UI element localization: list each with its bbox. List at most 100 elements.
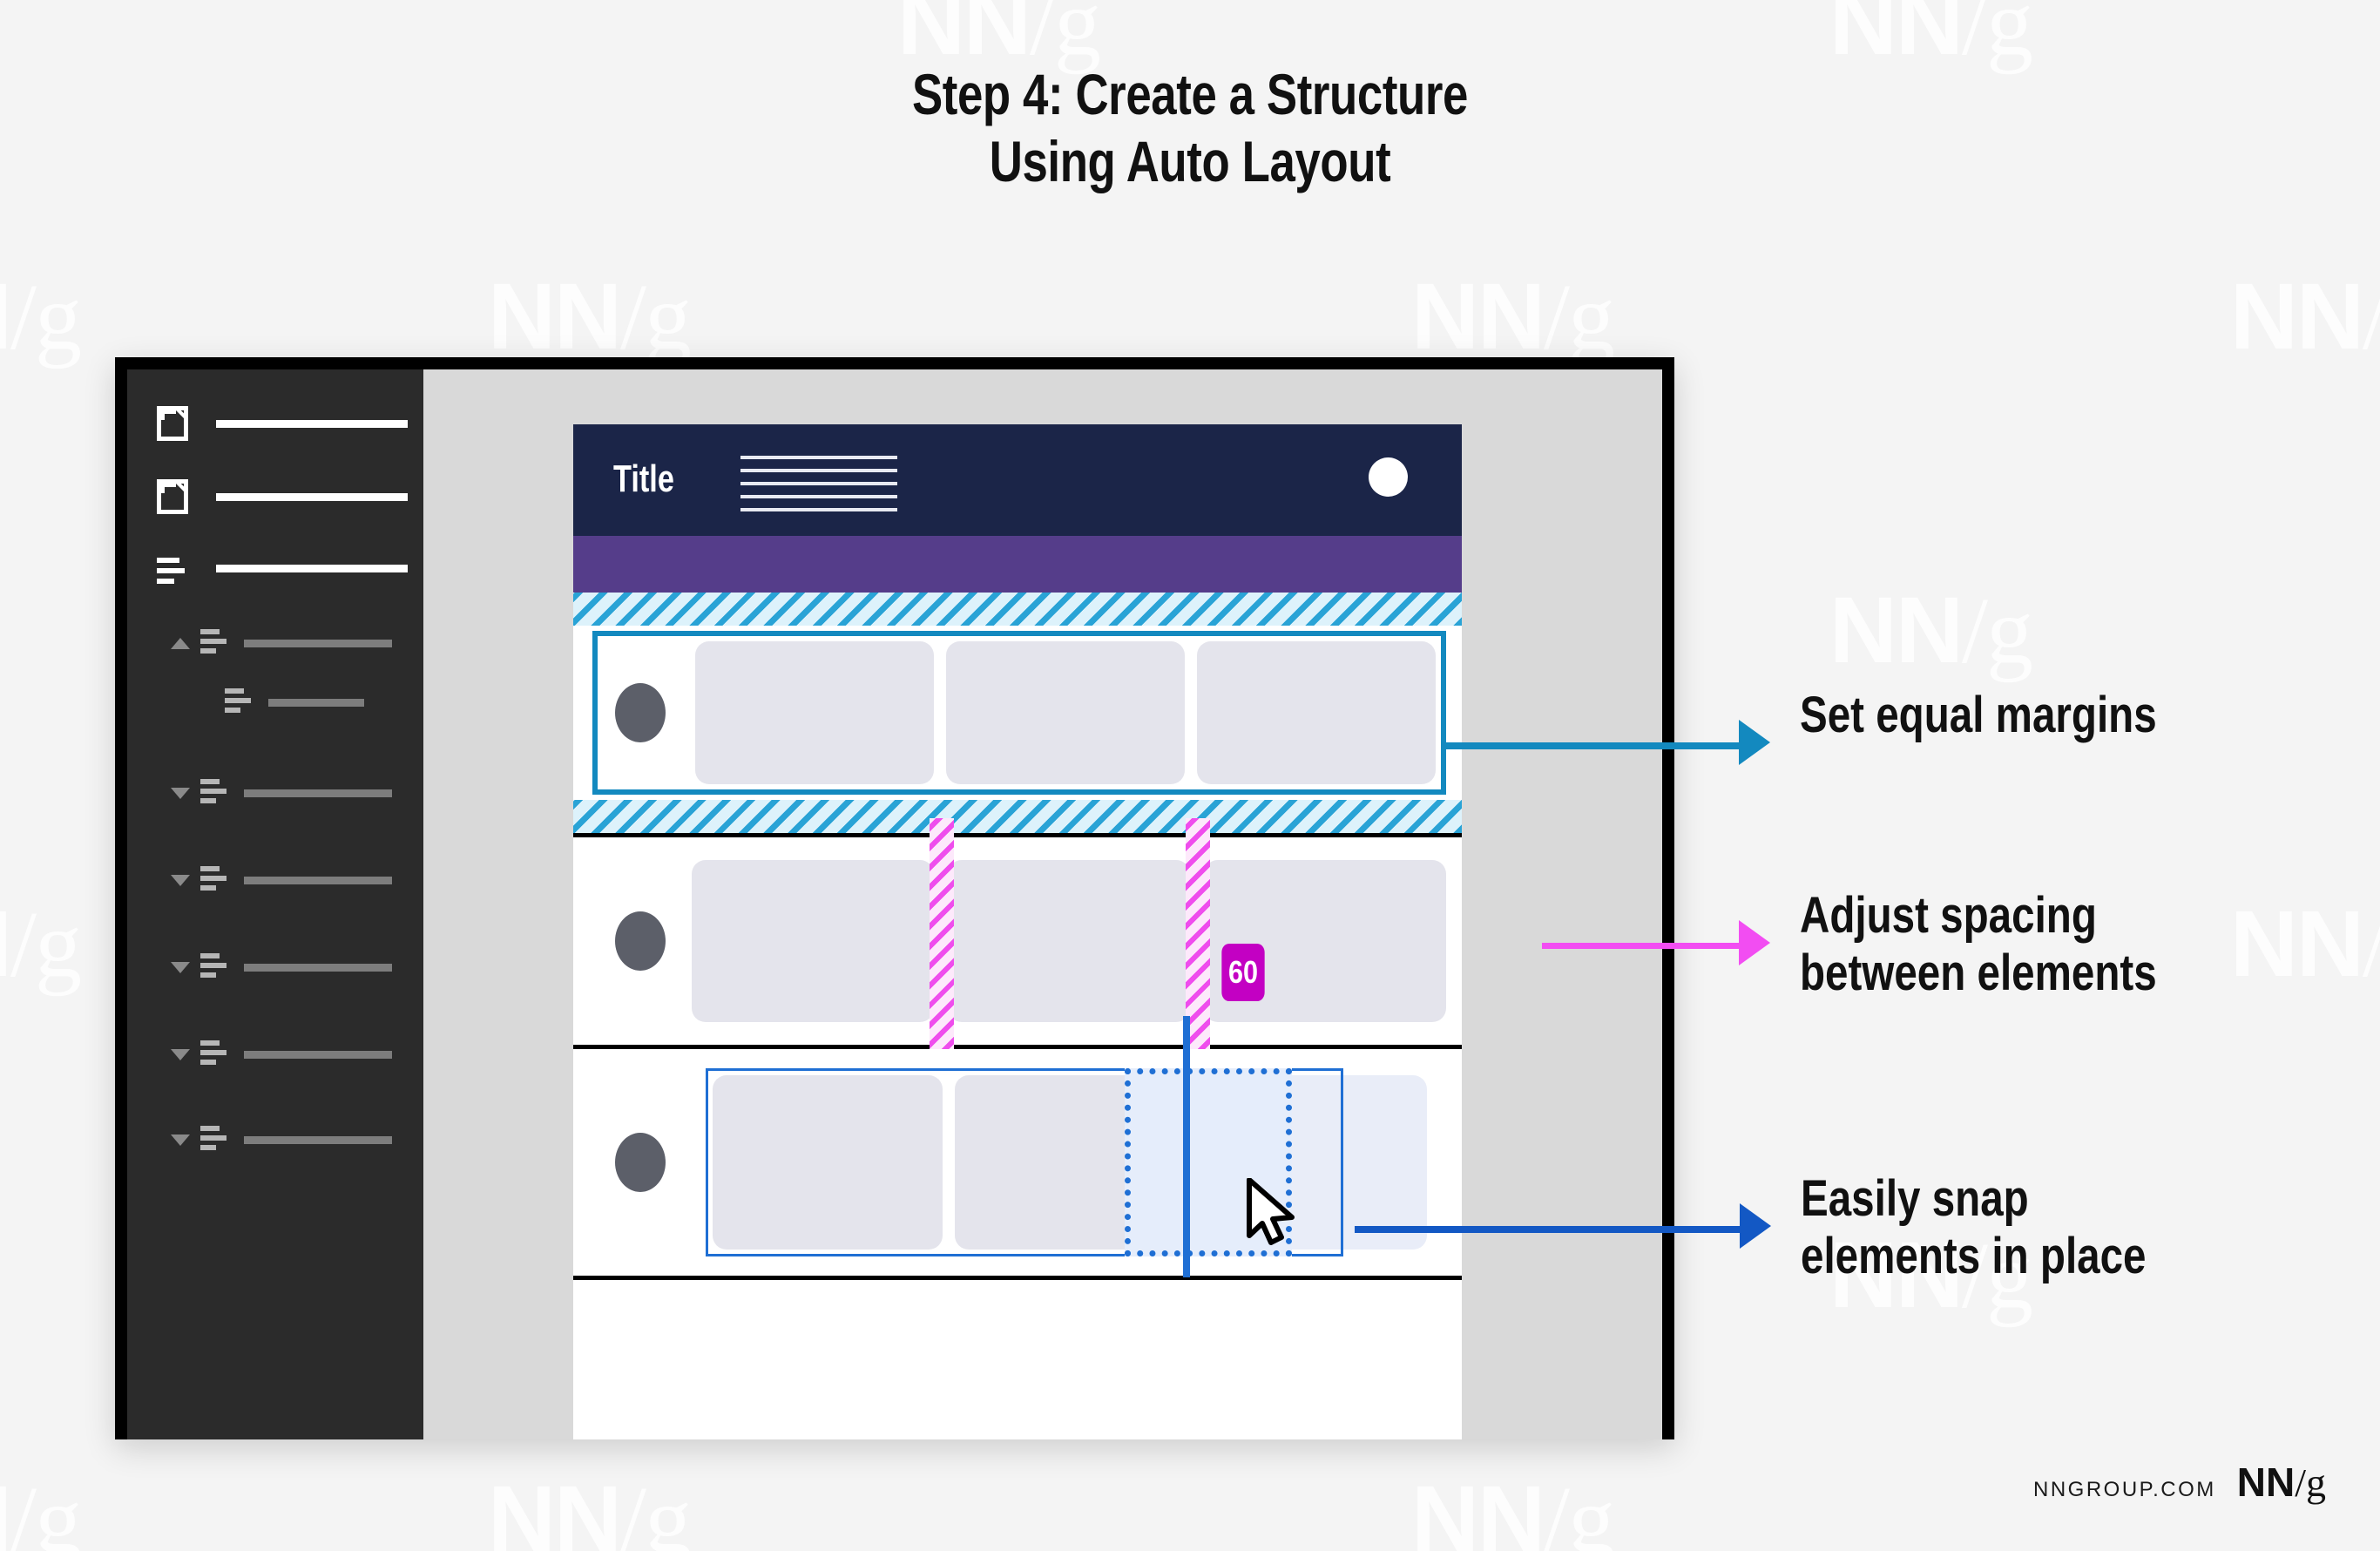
sidebar-item-label-bar (216, 564, 408, 572)
sidebar-tree-item-6[interactable] (171, 1039, 415, 1070)
sidebar-tree-item-label-bar (244, 1050, 392, 1059)
placeholder-card[interactable] (713, 1075, 943, 1250)
layer-lines-icon (200, 777, 228, 809)
row-equal-margins[interactable] (573, 626, 1462, 800)
arrow-head-icon (1739, 920, 1770, 965)
group-outline[interactable] (706, 1068, 1343, 1256)
page-title: Step 4: Create a Structure Using Auto La… (238, 61, 2142, 194)
artboard-header-nav-lines (740, 456, 897, 521)
spacing-value-badge: 60 (1221, 944, 1265, 1001)
watermark: NN/g (2230, 891, 2380, 997)
watermark: NN/g (0, 1466, 82, 1551)
watermark: NN/g (488, 1466, 692, 1551)
arrow-head-icon (1739, 720, 1770, 765)
row-divider (573, 833, 1462, 837)
sidebar-item-label-bar (216, 419, 408, 428)
artboard-header-title: Title (613, 457, 674, 500)
layer-lines-icon (200, 1039, 228, 1070)
avatar (615, 1133, 666, 1192)
spacing-stripe (1186, 818, 1210, 1064)
footer: NNGROUP.COM NN/g (2033, 1459, 2326, 1506)
layer-lines-icon (200, 952, 228, 983)
design-tool-body: Title (127, 369, 1662, 1439)
sidebar-item-label-bar (216, 492, 408, 501)
watermark: NN/g (1411, 263, 1615, 369)
row-divider (573, 1276, 1462, 1280)
nng-logo-nn: NN (2236, 1460, 2295, 1505)
sidebar-item-page-1[interactable] (157, 406, 409, 441)
chevron-down-icon[interactable] (171, 1134, 190, 1146)
page-title-line1: Step 4: Create a Structure (911, 62, 1469, 126)
leader-line (1446, 742, 1742, 749)
layer-lines-icon (200, 864, 228, 896)
row-divider (573, 1045, 1462, 1049)
sidebar-tree-item-5[interactable] (171, 952, 415, 983)
card-group (695, 641, 1436, 784)
document-page-icon (157, 479, 188, 514)
watermark: NN/g (2230, 263, 2380, 369)
artboard[interactable]: Title (573, 424, 1462, 1439)
sidebar-tree-item-1[interactable] (171, 627, 415, 659)
design-canvas[interactable]: Title (423, 369, 1662, 1439)
sidebar-tree-item-label-bar (244, 1135, 392, 1144)
watermark: NN/g (1829, 577, 2033, 683)
watermark: NN/g (1411, 1466, 1615, 1551)
margin-stripe-bottom (573, 800, 1462, 833)
sidebar-tree-item-7[interactable] (171, 1124, 415, 1155)
annotation-label: Easily snap elements in place (1801, 1170, 2147, 1285)
sidebar-tree-item-label-bar (268, 698, 364, 707)
chevron-down-icon[interactable] (171, 787, 190, 799)
circle-avatar (1369, 457, 1408, 497)
chevron-down-icon[interactable] (171, 961, 190, 973)
leader-line (1355, 1226, 1743, 1233)
footer-site-label: NNGROUP.COM (2033, 1478, 2216, 1501)
row-snap-elements[interactable] (573, 1016, 1462, 1277)
leader-line (1542, 943, 1742, 949)
arrow-head-icon (1740, 1203, 1771, 1249)
placeholder-card[interactable] (692, 860, 934, 1022)
annotation-label: Set equal margins (1800, 687, 2157, 743)
avatar (615, 911, 666, 971)
sidebar-tree-item-4[interactable] (171, 864, 415, 896)
chevron-up-icon[interactable] (171, 637, 190, 649)
snap-guide-line (1183, 1016, 1190, 1277)
placeholder-card[interactable] (948, 860, 1190, 1022)
card-group (692, 860, 1446, 1022)
layers-sidebar[interactable] (127, 369, 423, 1439)
sidebar-tree-item-label-bar (244, 963, 392, 972)
placeholder-card[interactable] (946, 641, 1185, 784)
watermark: NN/g (0, 891, 82, 997)
nng-logo: NN/g (2237, 1459, 2326, 1506)
margin-stripe-top (573, 593, 1462, 626)
layer-lines-icon (200, 627, 228, 659)
sidebar-tree-item-label-bar (244, 789, 392, 797)
layer-lines-icon (200, 1124, 228, 1155)
watermark: NN/g (0, 263, 82, 369)
arrow-pointer-cursor (1247, 1178, 1295, 1245)
sidebar-item-page-2[interactable] (157, 479, 409, 514)
watermark: NN/g (488, 263, 692, 369)
sidebar-tree-item-3[interactable] (171, 777, 415, 809)
nng-logo-slash: / (2295, 1460, 2306, 1505)
artboard-header: Title (573, 424, 1462, 536)
selection-outline[interactable] (592, 631, 1446, 795)
sidebar-tree-item-label-bar (244, 639, 392, 647)
chevron-down-icon[interactable] (171, 1048, 190, 1060)
annotation-label: Adjust spacing between elements (1800, 887, 2157, 1002)
spacing-stripe (930, 818, 954, 1064)
sidebar-item-layers-header[interactable] (157, 551, 409, 586)
avatar (615, 683, 666, 742)
sidebar-tree-item-label-bar (244, 876, 392, 884)
document-page-icon (157, 406, 188, 441)
list-lines-icon (157, 551, 188, 586)
placeholder-card[interactable] (695, 641, 934, 784)
chevron-down-icon[interactable] (171, 874, 190, 886)
layer-lines-icon (225, 687, 253, 718)
placeholder-card[interactable] (1197, 641, 1436, 784)
page-title-line2: Using Auto Layout (989, 128, 1391, 193)
nng-logo-g: g (2306, 1460, 2326, 1505)
design-tool-window: Title (115, 357, 1674, 1439)
row-adjust-spacing[interactable]: 60 (573, 818, 1462, 1064)
purple-band (573, 536, 1462, 593)
sidebar-tree-item-2[interactable] (225, 687, 434, 718)
